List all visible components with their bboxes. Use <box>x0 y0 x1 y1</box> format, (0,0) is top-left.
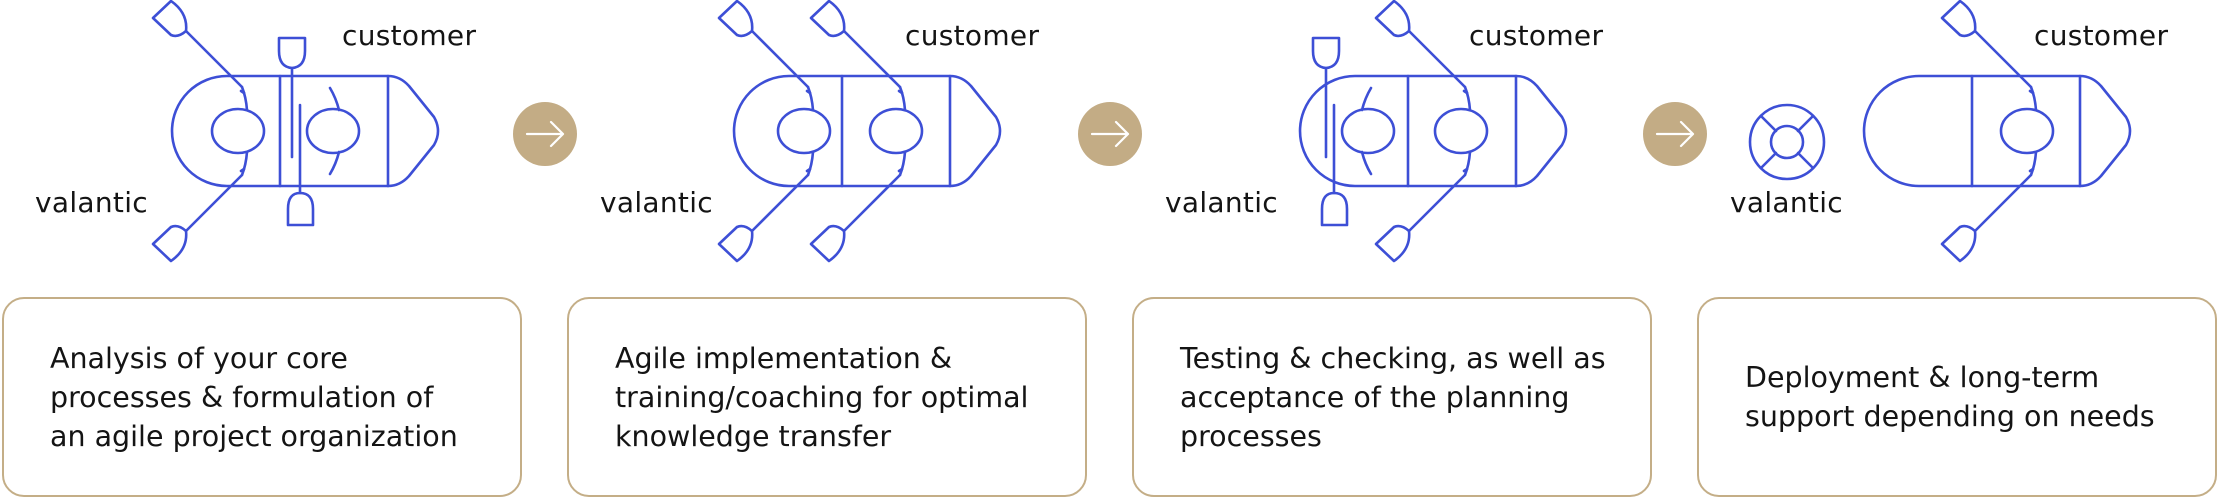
provider-label: valantic <box>600 186 713 219</box>
step-card-1: Analysis of your core processes & formul… <box>2 297 522 497</box>
provider-label: valantic <box>1730 186 1843 219</box>
step-description: Agile implementation & training/coaching… <box>615 341 1029 453</box>
step-description: Analysis of your core processes & formul… <box>50 341 458 453</box>
step-description: Deployment & long-term support depending… <box>1745 361 2155 433</box>
provider-label: valantic <box>1165 186 1278 219</box>
step-description: Testing & checking, as well as acceptanc… <box>1180 341 1606 453</box>
arrow-right-icon <box>1078 102 1142 166</box>
step-card-2: Agile implementation & training/coaching… <box>567 297 1087 497</box>
customer-label: customer <box>342 19 477 52</box>
customer-label: customer <box>1469 19 1604 52</box>
arrow-right-icon <box>1643 102 1707 166</box>
customer-label: customer <box>905 19 1040 52</box>
provider-label: valantic <box>35 186 148 219</box>
step-card-3: Testing & checking, as well as acceptanc… <box>1132 297 1652 497</box>
customer-label: customer <box>2034 19 2169 52</box>
process-illustrations <box>151 0 2132 263</box>
step-card-4: Deployment & long-term support depending… <box>1697 297 2217 497</box>
arrow-right-icon <box>513 102 577 166</box>
lifebuoy-icon <box>1748 103 1826 181</box>
